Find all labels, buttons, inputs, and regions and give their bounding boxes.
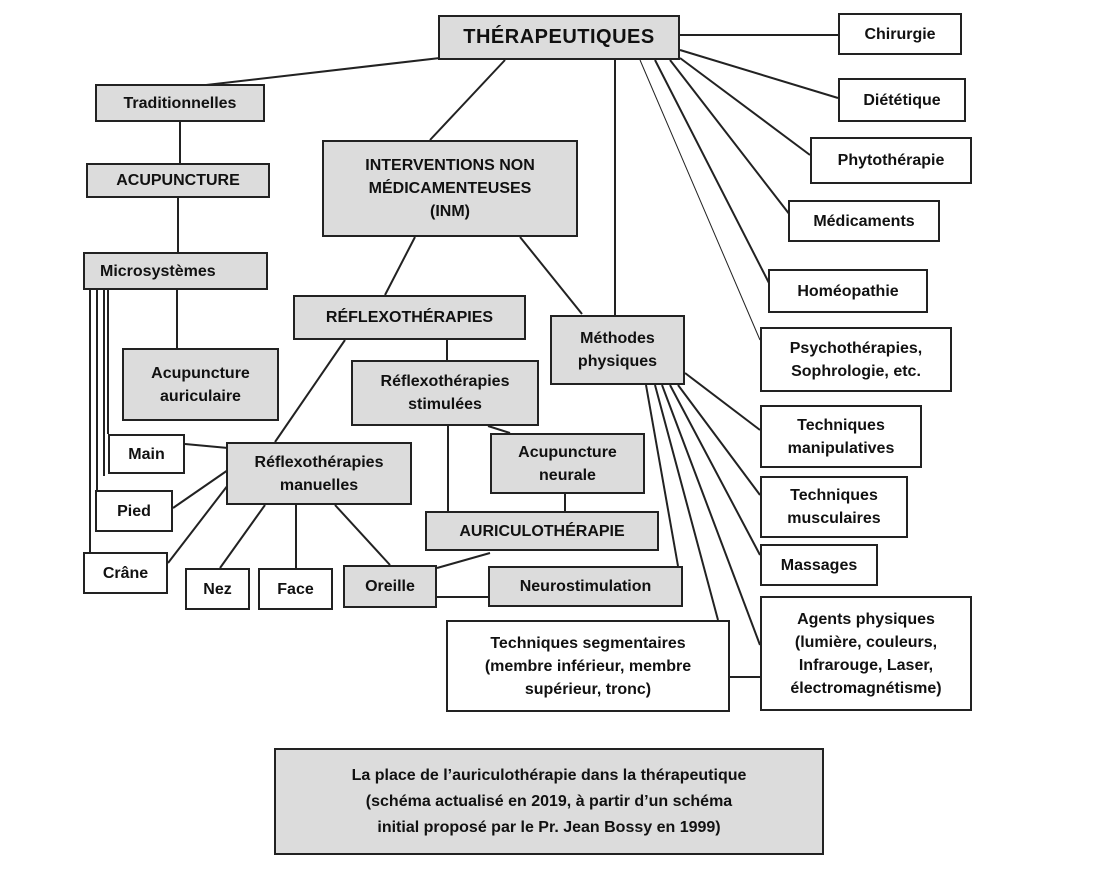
node-dietetique: Diététique (838, 78, 966, 122)
node-chirurgie: Chirurgie (838, 13, 962, 55)
connector-line (519, 236, 583, 315)
connector-line (274, 339, 346, 443)
node-reflexotherapies: RÉFLEXOTHÉRAPIES (293, 295, 526, 340)
connector-line (179, 57, 441, 89)
node-nez: Nez (185, 568, 250, 610)
connector-line (669, 59, 791, 216)
node-reflexo-manuelles: Réflexothérapies manuelles (226, 442, 412, 505)
node-agents-physiques: Agents physiques (lumière, couleurs, Inf… (760, 596, 972, 711)
node-oreille: Oreille (343, 565, 437, 608)
connector-line (384, 236, 416, 296)
connector-line (436, 552, 491, 569)
connector-line (661, 384, 761, 646)
connector-line (684, 372, 761, 431)
node-inm: INTERVENTIONS NON MÉDICAMENTEUSES (INM) (322, 140, 578, 237)
node-main: Main (108, 434, 185, 474)
node-therapeutiques: THÉRAPEUTIQUES (438, 15, 680, 60)
connector-line (645, 384, 679, 567)
connector-line (184, 443, 229, 449)
caption-line-3: initial proposé par le Pr. Jean Bossy en… (377, 818, 721, 836)
node-microsystemes: Microsystèmes (83, 252, 268, 290)
node-pied: Pied (95, 490, 173, 532)
connector-line (679, 57, 811, 156)
connector-line (172, 469, 229, 509)
connector-line (679, 49, 839, 99)
connector-line (334, 504, 391, 566)
node-medicaments: Médicaments (788, 200, 940, 242)
node-crane: Crâne (83, 552, 168, 594)
caption-line-1: La place de l’auriculothérapie dans la t… (351, 766, 747, 784)
node-acupuncture-neurale: Acupuncture neurale (490, 433, 645, 494)
node-auriculotherapie: AURICULOTHÉRAPIE (425, 511, 659, 551)
node-massages: Massages (760, 544, 878, 586)
node-traditionnelles: Traditionnelles (95, 84, 265, 122)
node-psychotherapies: Psychothérapies, Sophrologie, etc. (760, 327, 952, 392)
node-homeopathie: Homéopathie (768, 269, 928, 313)
node-techniques-segmentaires: Techniques segmentaires (membre inférieu… (446, 620, 730, 712)
node-reflexo-stimulees: Réflexothérapies stimulées (351, 360, 539, 426)
connector-line (654, 59, 771, 286)
connector-line (167, 484, 229, 564)
node-phytotherapie: Phytothérapie (810, 137, 972, 184)
connector-line (487, 425, 511, 434)
connector-line (429, 59, 506, 141)
node-acupuncture: ACUPUNCTURE (86, 163, 270, 198)
connector-line (677, 384, 761, 496)
node-acupuncture-auriculaire: Acupuncture auriculaire (122, 348, 279, 421)
node-face: Face (258, 568, 333, 610)
connector-line (219, 504, 266, 569)
caption-line-2: (schéma actualisé en 2019, à partir d’un… (365, 792, 733, 810)
node-techniques-manipulatives: Techniques manipulatives (760, 405, 922, 468)
node-techniques-musculaires: Techniques musculaires (760, 476, 908, 538)
diagram-caption: La place de l’auriculothérapie dans la t… (274, 748, 824, 855)
connector-line (639, 59, 761, 341)
node-methodes-physiques: Méthodes physiques (550, 315, 685, 385)
connector-line (654, 384, 719, 621)
node-neurostimulation: Neurostimulation (488, 566, 683, 607)
connector-line (669, 384, 761, 556)
